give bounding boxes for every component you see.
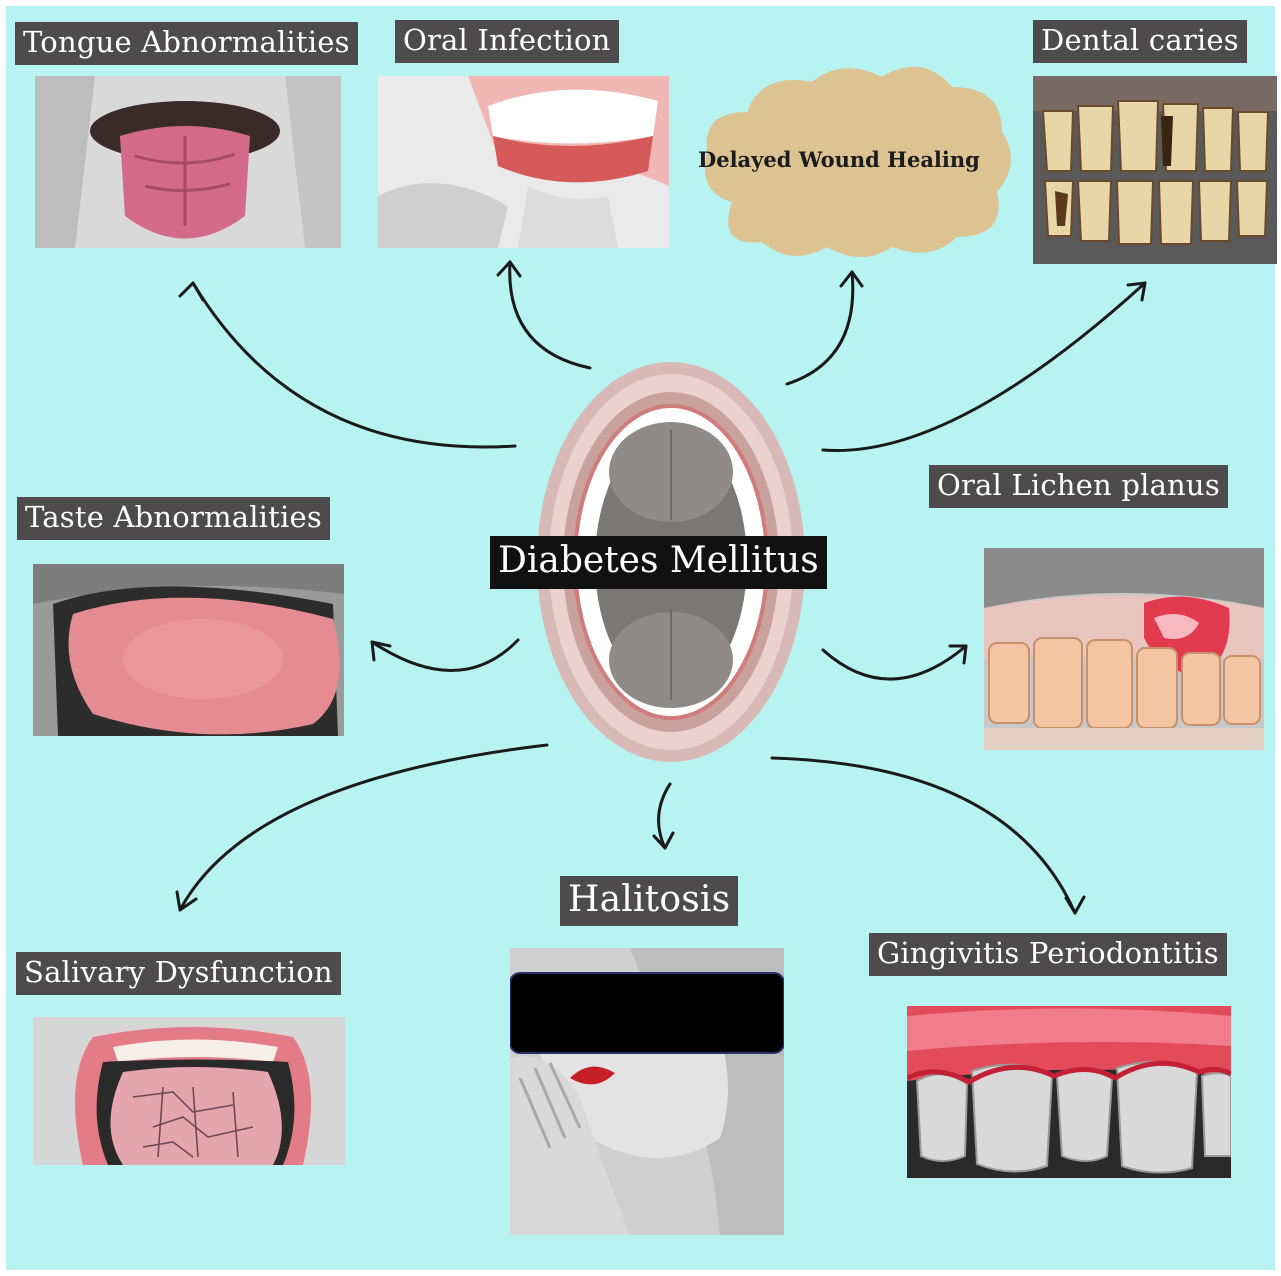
center-title: Diabetes Mellitus <box>490 536 827 589</box>
gingivitis-photo <box>907 1006 1231 1178</box>
halitosis-photo <box>510 948 784 1235</box>
label-taste-abnormalities: Taste Abnormalities <box>17 497 330 540</box>
taste-tongue-photo <box>33 564 344 736</box>
label-dental-caries: Dental caries <box>1033 20 1247 63</box>
dry-tongue-photo <box>33 1017 345 1165</box>
label-tongue-abnormalities: Tongue Abnormalities <box>15 22 358 65</box>
cloud-text: Delayed Wound Healing <box>698 147 980 172</box>
label-halitosis: Halitosis <box>560 876 738 926</box>
label-gingivitis-periodontitis: Gingivitis Periodontitis <box>869 933 1227 976</box>
oral-infection-photo <box>378 76 669 248</box>
label-oral-infection: Oral Infection <box>395 20 619 63</box>
label-salivary-dysfunction: Salivary Dysfunction <box>16 952 341 995</box>
label-oral-lichen-planus: Oral Lichen planus <box>929 465 1228 508</box>
tongue-photo <box>35 76 341 248</box>
dental-caries-photo <box>1033 76 1277 264</box>
lichen-planus-photo <box>984 548 1264 750</box>
